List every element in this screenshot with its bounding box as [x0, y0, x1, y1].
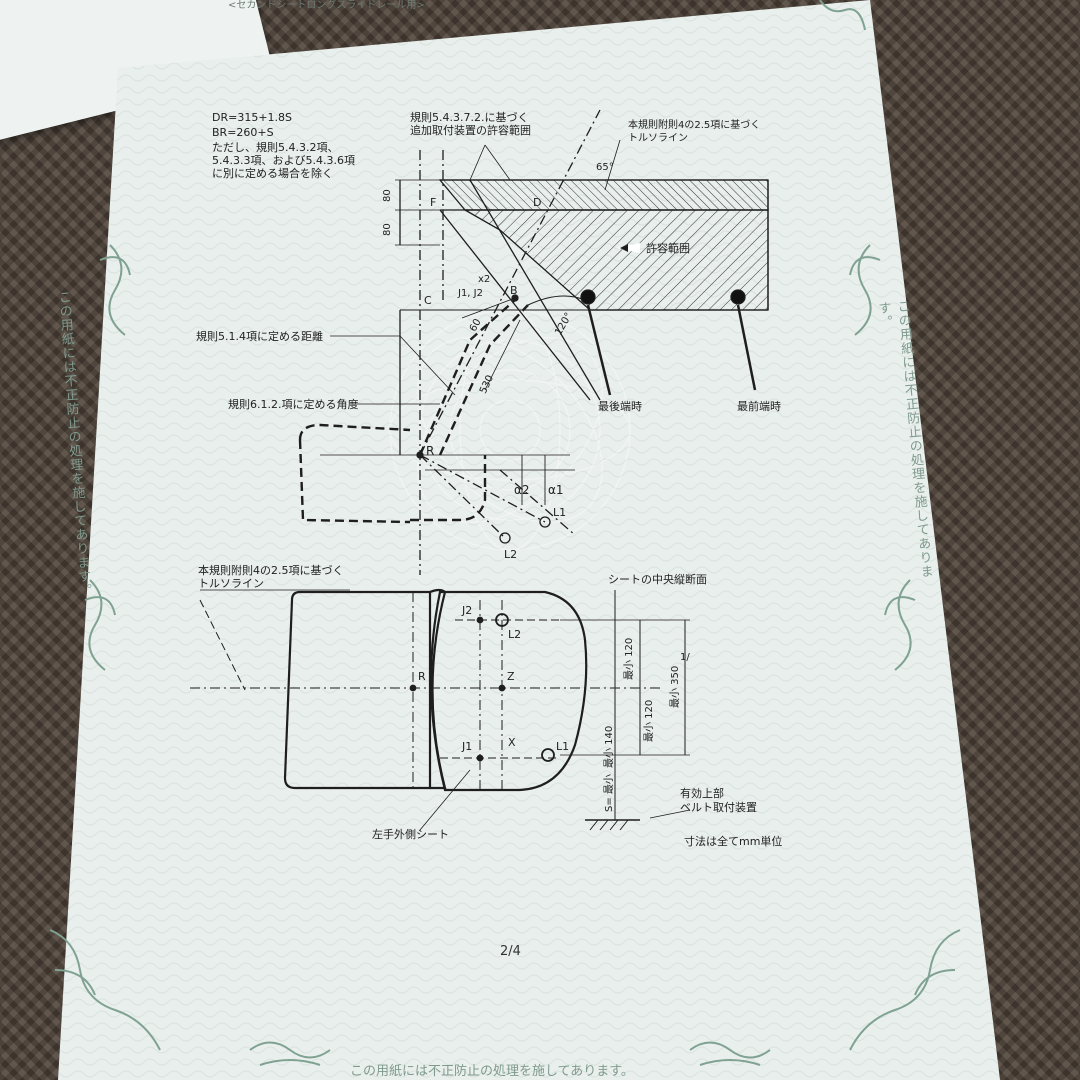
page-header-title: <セカンドシートロングスライドレール用> — [228, 0, 425, 11]
side-view-diagram — [298, 109, 769, 575]
page-number: 2/4 — [500, 944, 521, 959]
anti-fraud-footer: この用紙には不正防止の処理を施してあります。 — [350, 1064, 634, 1079]
ornament-corners — [49, 0, 961, 1066]
plan-view-diagram — [190, 588, 691, 831]
